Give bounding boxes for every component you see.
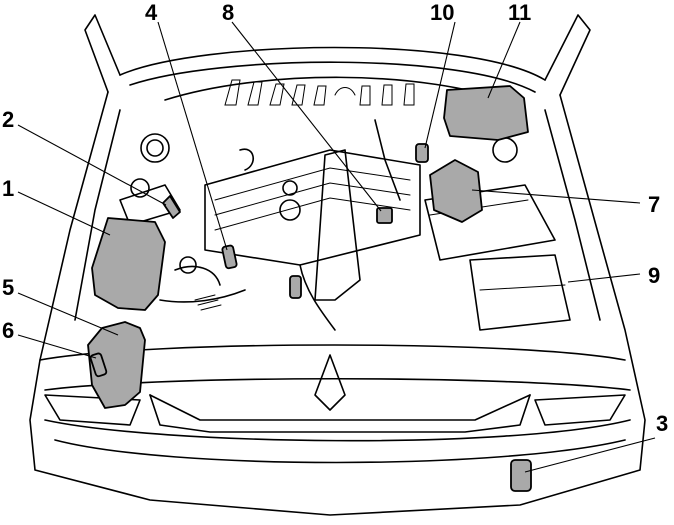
component-2 [162,195,181,219]
leader-11 [487,21,521,99]
highlighted-components [87,85,532,492]
component-7 [429,159,483,223]
callout-7: 7 [648,192,660,217]
callout-labels: 1 2 3 4 5 6 7 8 9 10 11 [2,0,668,436]
callout-2: 2 [2,107,14,132]
cowl-vents [224,79,415,106]
component-3 [510,459,532,492]
callout-6: 6 [2,318,14,343]
leader-10 [424,21,456,149]
component-10 [415,143,429,163]
component-4 [221,244,238,270]
leader-6 [17,334,97,359]
callout-5: 5 [2,275,14,300]
leader-4 [157,21,228,251]
leader-9 [567,273,641,283]
component-extra [289,275,302,299]
component-11 [443,85,529,141]
leader-1 [17,191,111,236]
leader-2 [17,124,167,206]
component-8 [376,207,393,224]
callout-11: 11 [508,0,531,25]
callout-10: 10 [430,0,454,25]
component-5 [87,321,146,409]
leader-8 [231,21,382,212]
callout-8: 8 [222,0,234,25]
callout-1: 1 [2,176,14,201]
callout-3: 3 [656,411,668,436]
component-6 [89,352,108,378]
callout-4: 4 [145,0,158,25]
component-1 [91,217,166,311]
leader-5 [17,292,119,336]
leader-3 [524,437,656,473]
callout-9: 9 [648,263,660,288]
leader-7 [471,189,641,204]
leader-lines [17,21,656,473]
